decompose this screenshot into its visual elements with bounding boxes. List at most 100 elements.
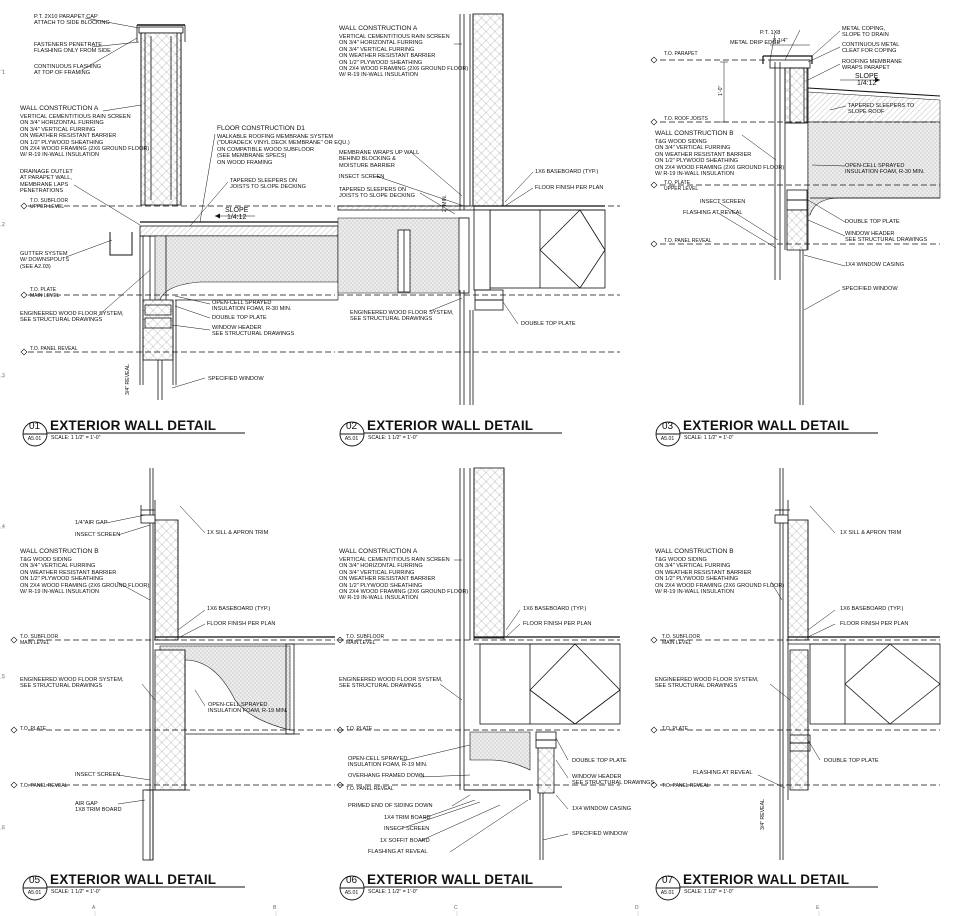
window-casing-note: 1x4 WINDOW CASING bbox=[845, 262, 905, 268]
detail-title: EXTERIOR WALL DETAIL bbox=[367, 872, 534, 887]
floor-system-note: ENGINEERED WOOD FLOOR SYSTEM, SEE STRUCT… bbox=[20, 677, 124, 690]
top-dimension: 3 1/4" bbox=[773, 38, 788, 44]
level-roof-joists: T.O. ROOF JOISTS bbox=[664, 116, 708, 122]
detail-number: 02 bbox=[345, 421, 358, 432]
spray-foam-note: OPEN-CELL SPRAYED INSULATION FOAM, R-30 … bbox=[212, 300, 292, 313]
height-dimension: 1'-0" bbox=[718, 85, 724, 96]
grid-row-label: 4 bbox=[2, 524, 5, 530]
pt-note: P.T. 1x8 bbox=[760, 30, 781, 36]
primed-end-note: PRIMED END OF SIDING DOWN bbox=[348, 803, 433, 809]
wall-construction-spec: VERTICAL CEMENTITIOUS RAIN SCREEN ON 3/4… bbox=[339, 34, 469, 79]
insect-screen-note: INSECT SCREEN bbox=[75, 772, 121, 778]
insect-screen-note: INSECT SCREEN bbox=[700, 199, 746, 205]
wall-construction-heading: WALL CONSTRUCTION A bbox=[339, 548, 418, 555]
wall-construction-heading: WALL CONSTRUCTION A bbox=[339, 25, 418, 32]
flashing-note: FLASHING AT REVEAL bbox=[683, 210, 743, 216]
detail-title: EXTERIOR WALL DETAIL bbox=[50, 418, 217, 433]
grid-col-label: A bbox=[92, 905, 96, 911]
detail-scale: SCALE: 1 1/2" = 1'-0" bbox=[51, 889, 101, 895]
floor-finish-note: FLOOR FINISH PER PLAN bbox=[840, 621, 909, 627]
floor-finish-note: FLOOR FINISH PER PLAN bbox=[523, 621, 592, 627]
detail-number: 01 bbox=[28, 421, 41, 432]
grid-col-label: B bbox=[273, 905, 277, 911]
min-dimension: 2" MIN. bbox=[442, 194, 448, 212]
detail-number: 06 bbox=[345, 875, 358, 886]
wall-construction-spec: T&G WOOD SIDING ON 3/4" VERTICAL FURRING… bbox=[20, 557, 150, 596]
sheet-reference: A5.01 bbox=[660, 436, 675, 442]
double-top-plate-note: DOUBLE TOP PLATE bbox=[212, 315, 267, 321]
level-plate: T.O. PLATE bbox=[20, 726, 47, 732]
sill-trim-note: 1x SILL & APRON TRIM bbox=[840, 530, 902, 536]
coping-note: METAL COPING, SLOPE TO DRAIN bbox=[842, 26, 889, 39]
baseboard-note: 1x6 BASEBOARD (TYP.) bbox=[840, 606, 904, 612]
floor-construction-heading: FLOOR CONSTRUCTION D1 bbox=[217, 125, 305, 132]
window-casing-note: 1x4 WINDOW CASING bbox=[572, 806, 632, 812]
baseboard-note: 1x6 BASEBOARD (TYP.) bbox=[535, 169, 599, 175]
insect-screen-note: INSECT SCREEN bbox=[339, 174, 385, 180]
sheet-reference: A5.01 bbox=[27, 436, 42, 442]
wall-construction-spec: T&G WOOD SIDING ON 3/4" VERTICAL FURRING… bbox=[655, 139, 785, 178]
sheet-reference: A5.01 bbox=[660, 890, 675, 896]
level-parapet: T.O. PARAPET bbox=[664, 51, 698, 57]
detail-03-drawing bbox=[650, 29, 941, 405]
sill-trim-note: 1x SILL & APRON TRIM bbox=[207, 530, 269, 536]
window-note: SPECIFIED WINDOW bbox=[208, 376, 264, 382]
floor-finish-note: FLOOR FINISH PER PLAN bbox=[535, 185, 604, 191]
level-reveal: T.O. PANEL REVEAL bbox=[346, 786, 394, 792]
detail-title: EXTERIOR WALL DETAIL bbox=[50, 872, 217, 887]
double-top-plate-note: DOUBLE TOP PLATE bbox=[845, 219, 900, 225]
detail-title: EXTERIOR WALL DETAIL bbox=[683, 872, 850, 887]
detail-01-drawing bbox=[20, 17, 339, 400]
gutter-note: GUTTER SYSTEM W/ DOWNSPOUTS (SEE A2.03) bbox=[20, 251, 70, 270]
parapet-cap-note: P.T. 2x10 PARAPET CAP ATTACH TO SIDE BLO… bbox=[34, 14, 110, 27]
reveal-dimension: 3/4" REVEAL bbox=[125, 364, 131, 395]
detail-number: 03 bbox=[661, 421, 674, 432]
spray-foam-note: OPEN-CELL SPRAYED INSULATION FOAM, R-19 … bbox=[348, 756, 428, 769]
detail-scale: SCALE: 1 1/2" = 1'-0" bbox=[51, 435, 101, 441]
spray-foam-note: OPEN-CELL SPRAYED INSULATION FOAM, R-19 … bbox=[208, 702, 288, 715]
level-subfloor: T.O. SUBFLOOR MAIN LEVEL bbox=[20, 634, 59, 646]
detail-02-drawing bbox=[337, 13, 620, 405]
baseboard-note: 1x6 BASEBOARD (TYP.) bbox=[523, 606, 587, 612]
sleepers-note: TAPERED SLEEPERS ON JOISTS TO SLOPE DECK… bbox=[230, 178, 306, 191]
membrane-note: MEMBRANE WRAPS UP WALL BEHIND BLOCKING &… bbox=[339, 150, 420, 169]
level-subfloor: T.O. SUBFLOOR MAIN LEVEL bbox=[662, 634, 701, 646]
level-subfloor: T.O. SUBFLOOR MAIN LEVEL bbox=[346, 634, 385, 646]
double-top-plate-note: DOUBLE TOP PLATE bbox=[824, 758, 879, 764]
detail-title: EXTERIOR WALL DETAIL bbox=[367, 418, 534, 433]
level-reveal: T.O. PANEL REVEAL bbox=[662, 783, 710, 789]
detail-06-drawing bbox=[336, 467, 621, 860]
window-note: SPECIFIED WINDOW bbox=[572, 831, 628, 837]
floor-system-note: ENGINEERED WOOD FLOOR SYSTEM, SEE STRUCT… bbox=[350, 310, 454, 323]
flashing-note: FLASHING AT REVEAL bbox=[368, 849, 428, 855]
slope-label: SLOPE 1/4:12 bbox=[225, 207, 249, 221]
detail-05-drawing bbox=[10, 468, 335, 861]
floor-construction-spec: WALKABLE ROOFING MEMBRANE SYSTEM ("DURAD… bbox=[217, 134, 350, 166]
level-plate: T.O. PLATE UPPER LEVEL bbox=[664, 180, 699, 192]
level-reveal: T.O. PANEL REVEAL bbox=[664, 238, 712, 244]
flashing-note: FLASHING AT REVEAL bbox=[693, 770, 753, 776]
roof-membrane-note: ROOFING MEMBRANE WRAPS PARAPET bbox=[842, 59, 902, 72]
grid-col-label: D bbox=[635, 905, 639, 911]
sheet-reference: A5.01 bbox=[344, 436, 359, 442]
grid-ticks bbox=[0, 69, 820, 916]
reveal-dimension: 3/4" REVEAL bbox=[760, 799, 766, 830]
wall-construction-spec: T&G WOOD SIDING ON 3/4" VERTICAL FURRING… bbox=[655, 557, 785, 596]
cleat-note: CONTINUOUS METAL CLEAT FOR COPING bbox=[842, 42, 900, 55]
level-plate: T.O. PLATE bbox=[346, 726, 373, 732]
window-header-note: WINDOW HEADER SEE STRUCTURAL DRAWINGS bbox=[572, 774, 655, 787]
grid-row-label: 6 bbox=[2, 825, 5, 831]
detail-number: 07 bbox=[661, 875, 674, 886]
slope-label: SLOPE 1/4:12 bbox=[855, 73, 879, 87]
soffit-board-note: 1x SOFFIT BOARD bbox=[380, 838, 430, 844]
trim-board-note: 1x4 TRIM BOARD bbox=[384, 815, 431, 821]
drip-edge-note: METAL DRIP EDGE bbox=[730, 40, 781, 46]
floor-system-note: ENGINEERED WOOD FLOOR SYSTEM, SEE STRUCT… bbox=[339, 677, 443, 690]
detail-scale: SCALE: 1 1/2" = 1'-0" bbox=[684, 435, 734, 441]
drainage-note: DRAINAGE OUTLET AT PARAPET WALL, MEMBRAN… bbox=[20, 169, 73, 195]
flashing-note: CONTINUOUS FLASHING AT TOP OF FRAMING bbox=[34, 64, 102, 77]
air-gap-note: 1/4"AIR GAP bbox=[75, 520, 108, 526]
grid-row-label: 1 bbox=[2, 70, 5, 76]
wall-construction-heading: WALL CONSTRUCTION B bbox=[20, 548, 99, 555]
